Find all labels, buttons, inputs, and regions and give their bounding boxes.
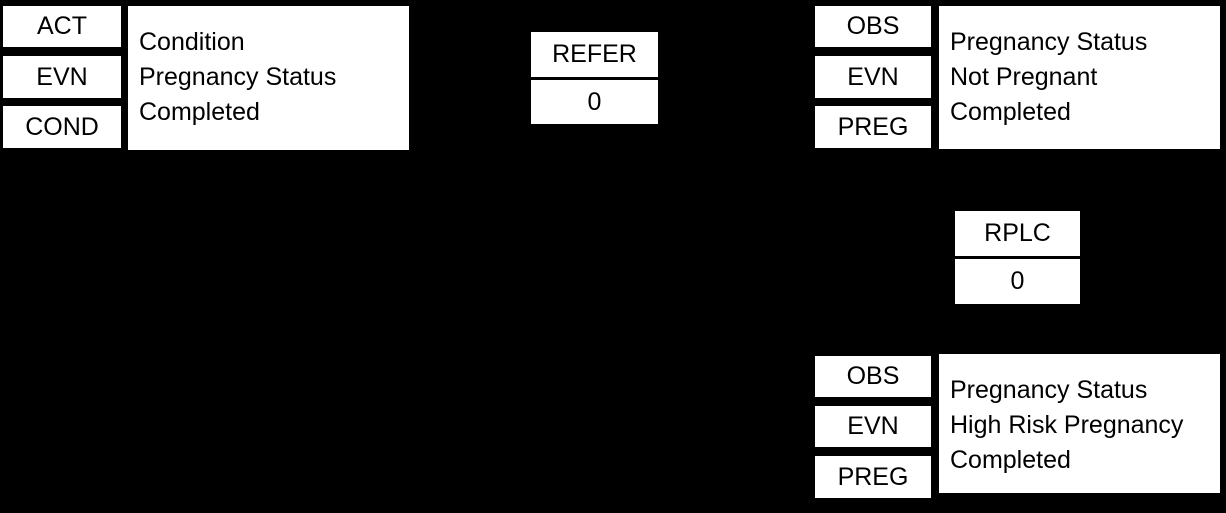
condition-class-code-box: ACT <box>0 3 124 50</box>
high-risk-subtitle: High Risk Pregnancy <box>950 411 1184 439</box>
condition-type-code-box: COND <box>0 103 124 151</box>
refer-value-label: 0 <box>587 87 602 116</box>
high-risk-description-box: Pregnancy Status High Risk Pregnancy Com… <box>936 351 1223 496</box>
refer-type-label: REFER <box>552 40 637 68</box>
high-risk-title: Pregnancy Status <box>950 376 1148 404</box>
high-risk-mood-code-box: EVN <box>812 403 934 450</box>
not-pregnant-status: Completed <box>950 98 1071 126</box>
refer-type-cell: REFER <box>528 29 661 80</box>
not-pregnant-description-box: Pregnancy Status Not Pregnant Completed <box>936 3 1223 152</box>
condition-mood-code-label: EVN <box>36 62 88 91</box>
condition-mood-code-box: EVN <box>0 53 124 101</box>
high-risk-class-code-box: OBS <box>812 353 934 400</box>
not-pregnant-class-code-box: OBS <box>812 3 934 50</box>
not-pregnant-mood-code-box: EVN <box>812 53 934 101</box>
not-pregnant-title: Pregnancy Status <box>950 28 1148 56</box>
not-pregnant-class-code-label: OBS <box>846 12 900 40</box>
high-risk-class-code-label: OBS <box>846 362 900 390</box>
condition-description-box: Condition Pregnancy Status Completed <box>125 3 412 153</box>
high-risk-type-code-box: PREG <box>812 453 934 501</box>
rplc-value-cell: 0 <box>952 256 1083 307</box>
condition-title: Condition <box>139 28 245 56</box>
high-risk-type-code-label: PREG <box>837 462 909 491</box>
not-pregnant-type-code-box: PREG <box>812 103 934 151</box>
rplc-type-label: RPLC <box>984 219 1051 247</box>
not-pregnant-mood-code-label: EVN <box>847 62 899 91</box>
condition-subtitle: Pregnancy Status <box>139 63 337 91</box>
condition-class-code-label: ACT <box>37 12 87 40</box>
not-pregnant-subtitle: Not Pregnant <box>950 63 1098 91</box>
rplc-relationship-box: RPLC 0 <box>952 208 1083 307</box>
rplc-type-cell: RPLC <box>952 208 1083 259</box>
condition-type-code-label: COND <box>25 112 99 141</box>
condition-status: Completed <box>139 98 260 126</box>
high-risk-mood-code-label: EVN <box>847 412 899 440</box>
rplc-value-label: 0 <box>1010 267 1025 295</box>
not-pregnant-type-code-label: PREG <box>837 112 909 141</box>
high-risk-status: Completed <box>950 446 1071 474</box>
refer-relationship-box: REFER 0 <box>528 29 661 127</box>
refer-value-cell: 0 <box>528 77 661 127</box>
